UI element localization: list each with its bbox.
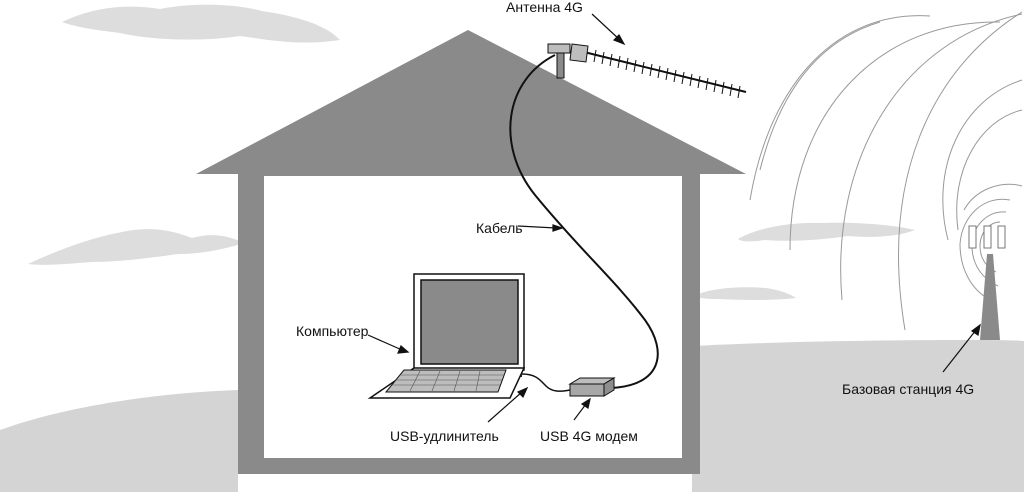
usb-extender-cable: [521, 373, 571, 392]
label-computer: Компьютер: [296, 323, 369, 339]
clouds: [28, 4, 915, 300]
tower-antenna-mid: [983, 225, 992, 249]
antenna-boom: [583, 51, 747, 93]
ground-right: [692, 340, 1024, 492]
antenna-4g: [547, 43, 747, 99]
usb-4g-modem: [568, 377, 616, 397]
keyboard-keys: [392, 370, 504, 392]
labels: Антенна 4G Кабель Компьютер USB-удлините…: [296, 0, 974, 444]
arrow-antenna: [591, 13, 621, 41]
label-usb-4g-modem: USB 4G модем: [540, 428, 638, 444]
ground-left-hill: [0, 390, 238, 492]
cloud-top-left: [62, 4, 340, 43]
label-cable: Кабель: [476, 220, 523, 236]
laptop: [367, 273, 526, 399]
laptop-keyboard: [384, 369, 507, 393]
antenna-elements: [593, 49, 741, 99]
laptop-screen: [420, 279, 519, 365]
cloud-right-1: [738, 222, 915, 242]
arrow-usb-extender: [487, 391, 523, 423]
tower-antenna-right: [997, 225, 1006, 249]
label-arrows: [367, 13, 981, 423]
modem-front: [569, 383, 605, 397]
modem-side: [603, 377, 615, 397]
cloud-right-2: [694, 287, 796, 300]
label-usb-extender: USB-удлинитель: [390, 428, 499, 444]
tower-antenna-left: [968, 225, 977, 249]
arrow-computer: [367, 334, 403, 351]
label-base-station-4g: Базовая станция 4G: [842, 381, 974, 397]
arrow-modem: [573, 403, 587, 421]
house: [196, 30, 746, 474]
arrow-base-station: [942, 329, 977, 373]
antenna-cable: [509, 54, 659, 389]
arrow-cable: [517, 225, 557, 229]
base-station-tower: [968, 225, 1006, 340]
signal-waves: [749, 11, 1023, 331]
house-roof: [196, 30, 746, 174]
antenna-feed-box: [569, 43, 589, 63]
antenna-bracket: [547, 43, 571, 54]
tower-mast: [980, 254, 1000, 340]
label-antenna-4g: Антенна 4G: [506, 0, 583, 15]
ground: [0, 340, 1024, 492]
cloud-left: [28, 229, 244, 265]
